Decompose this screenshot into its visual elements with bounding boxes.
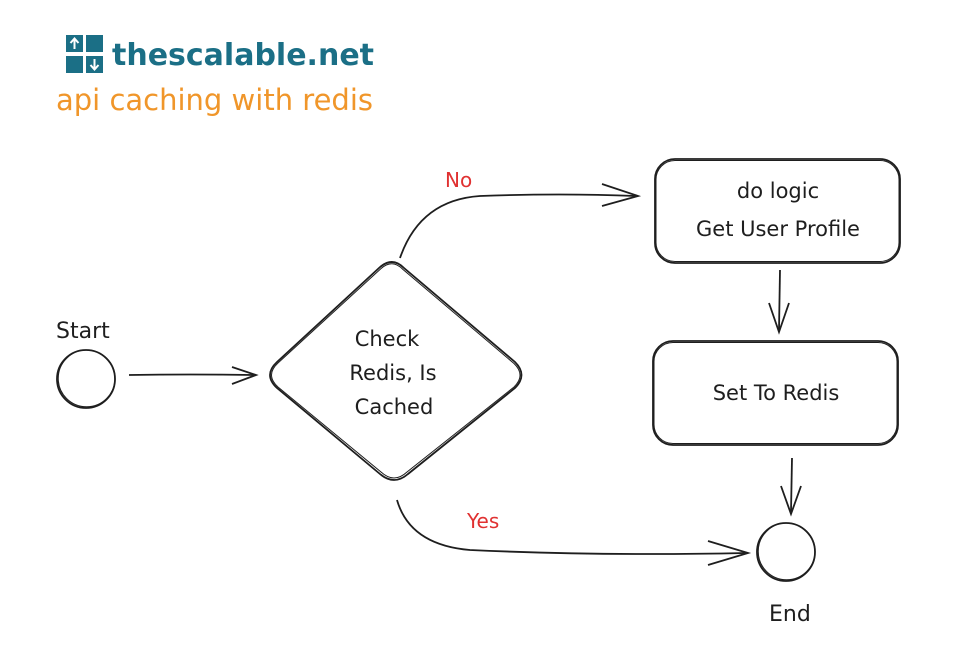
logic-line-1: do logic bbox=[737, 179, 819, 203]
end-label: End bbox=[769, 602, 811, 627]
arrow-start-to-decision bbox=[128, 366, 259, 385]
logo-icon bbox=[66, 35, 103, 73]
set-redis-node bbox=[652, 340, 899, 446]
edge-label-no: No bbox=[445, 168, 472, 192]
decision-line-2: Redis, Is bbox=[349, 361, 436, 385]
decision-node bbox=[269, 261, 523, 481]
set-redis-label: Set To Redis bbox=[713, 381, 840, 405]
start-label: Start bbox=[56, 319, 110, 344]
site-name: thescalable.net bbox=[112, 38, 374, 73]
start-node bbox=[56, 349, 116, 409]
logic-node bbox=[654, 158, 901, 264]
decision-line-3: Cached bbox=[355, 395, 434, 419]
end-node bbox=[756, 522, 816, 582]
diagram-subtitle: api caching with redis bbox=[56, 83, 373, 117]
arrow-decision-to-end bbox=[396, 499, 752, 566]
decision-line-1: Check bbox=[355, 327, 420, 351]
arrow-decision-to-logic bbox=[399, 183, 642, 259]
logic-line-2: Get User Profile bbox=[696, 217, 860, 241]
edge-label-yes: Yes bbox=[466, 509, 499, 533]
arrow-logic-to-set bbox=[768, 269, 790, 335]
arrow-set-to-end bbox=[780, 457, 802, 517]
